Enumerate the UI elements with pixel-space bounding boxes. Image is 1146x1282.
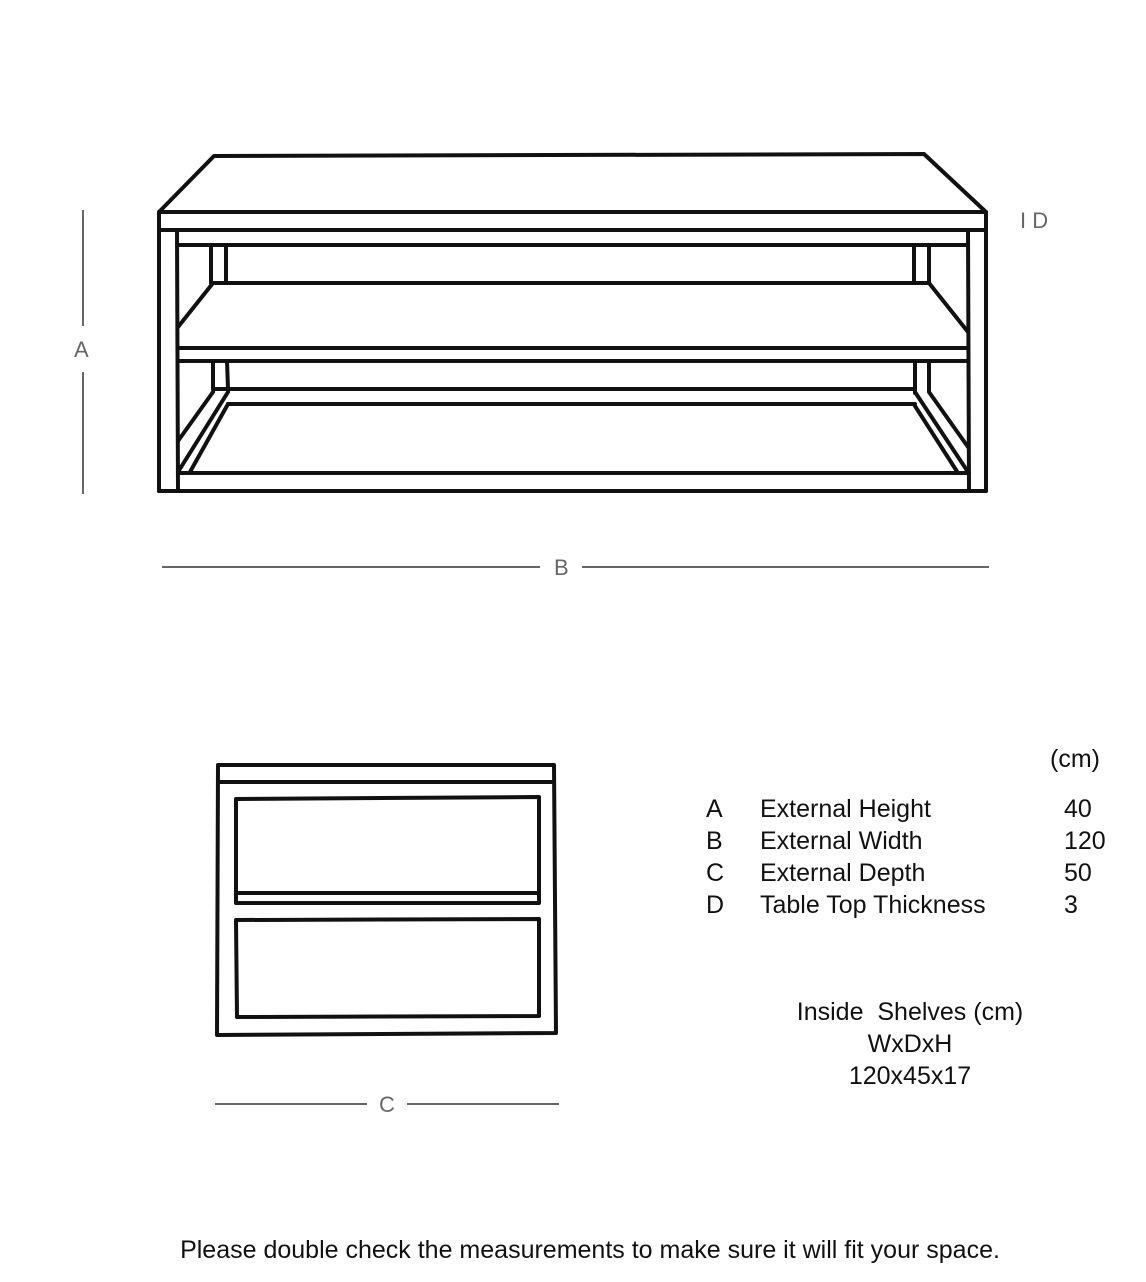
row-value: 3 [1064,891,1078,919]
table-row: A External Height 40 [706,795,1126,827]
footer-note: Please double check the measurements to … [180,1236,1000,1264]
row-value: 50 [1064,859,1092,887]
table-row: C External Depth 50 [706,859,1126,891]
row-letter: B [706,827,723,855]
front-view-drawing [157,152,988,493]
inside-shelves-value: 120x45x17 [848,1062,972,1090]
row-name: External Width [760,827,923,855]
table-row: D Table Top Thickness 3 [706,891,1126,923]
dimension-a-label: A [74,337,89,362]
row-letter: A [706,795,723,823]
dimension-d-label: I D [1020,208,1049,233]
inside-shelves-format: WxDxH [867,1030,953,1058]
row-value: 120 [1064,827,1106,855]
inside-shelves-info: Inside Shelves (cm) WxDxH 120x45x17 [770,996,1050,1092]
row-name: External Depth [760,859,926,887]
dimension-c-label: C [379,1092,395,1117]
dimension-b-label: B [554,555,569,580]
row-value: 40 [1064,795,1092,823]
unit-label: (cm) [1050,745,1100,773]
row-letter: C [706,859,725,887]
row-letter: D [706,891,725,919]
table-row: B External Width 120 [706,827,1126,859]
row-name: Table Top Thickness [760,891,986,919]
side-view-drawing [215,763,558,1037]
row-name: External Height [760,795,931,823]
inside-shelves-title: Inside Shelves (cm) [796,998,1024,1026]
